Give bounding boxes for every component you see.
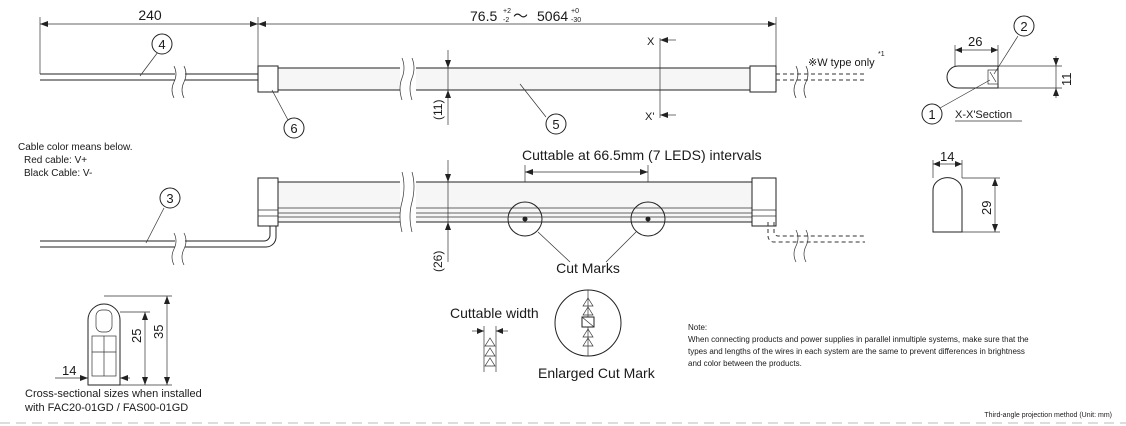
cable-legend-black: Black Cable: V- xyxy=(24,168,92,179)
cut-interval-label: Cuttable at 66.5mm (7 LEDS) intervals xyxy=(522,147,762,163)
w-type-superscript: *1 xyxy=(878,51,885,58)
note-line1: When connecting products and power suppl… xyxy=(688,335,1029,344)
strip-length-min-tol-upper: +2 xyxy=(503,8,511,15)
x-marker-top: X xyxy=(647,36,655,48)
callout-1: 1 xyxy=(928,107,935,122)
end-cap-right-top xyxy=(749,65,777,93)
section-label: X-X'Section xyxy=(955,109,1012,121)
section-height-label: 11 xyxy=(1059,73,1074,87)
top-view: 240 76.5 +2 -2 ～ 5064 +0 -30 ※W type on xyxy=(39,7,885,139)
end-cap-right-side xyxy=(751,177,777,227)
strip-length-min-tol-lower: -2 xyxy=(503,17,509,24)
callout-5: 5 xyxy=(552,117,559,132)
side-profile-shape xyxy=(932,177,963,233)
w-type-note: ※W type only xyxy=(808,57,875,69)
callout-circle-3 xyxy=(159,187,181,209)
strip-body-top xyxy=(277,67,751,91)
callout-circle-2 xyxy=(1013,15,1035,37)
strip-length-min: 76.5 xyxy=(470,8,497,24)
cut-mark-circle-2 xyxy=(630,201,666,237)
callout-3: 3 xyxy=(166,191,173,206)
side-view: Cuttable at 66.5mm (7 LEDS) intervals (2… xyxy=(40,147,865,276)
top-height-label: (11) xyxy=(431,100,445,120)
cable-legend-red: Red cable: V+ xyxy=(24,155,87,166)
installed-section: 25 35 14 Cross-sectional sizes when inst… xyxy=(24,295,202,414)
cut-marks-label: Cut Marks xyxy=(556,260,620,276)
note-line2: types and lengths of the wires in each s… xyxy=(688,347,1025,356)
section-view: 26 11 2 1 X-X'Section xyxy=(921,15,1074,125)
strip-length-max-tol-lower: -30 xyxy=(571,17,581,24)
cuttable-width-detail: Cuttable width xyxy=(450,305,539,372)
cut-mark-circle-1 xyxy=(507,201,543,237)
cuttable-width-label: Cuttable width xyxy=(450,305,539,321)
cable-legend-title: Cable color means below. xyxy=(18,142,133,153)
strip-length-max: 5064 xyxy=(537,8,568,24)
section-width-label: 26 xyxy=(968,34,982,49)
installed-caption-line1: Cross-sectional sizes when installed xyxy=(25,388,202,400)
callout-2: 2 xyxy=(1020,19,1027,34)
note-block: Note: When connecting products and power… xyxy=(688,323,1029,368)
section-profile xyxy=(946,65,999,89)
installed-inner-height-label: 25 xyxy=(129,329,144,343)
callout-circle-1 xyxy=(921,103,943,125)
installed-outer-height-label: 35 xyxy=(151,325,166,339)
enlarged-cut-mark-label: Enlarged Cut Mark xyxy=(538,365,656,381)
note-title: Note: xyxy=(688,323,707,332)
strip-length-max-tol-upper: +0 xyxy=(571,8,579,15)
callout-circle-6 xyxy=(283,117,305,139)
strip-body-side xyxy=(277,181,753,223)
strip-length-separator: ～ xyxy=(513,8,528,25)
installed-profile xyxy=(87,303,121,386)
enlarged-cut-mark: Enlarged Cut Mark xyxy=(538,289,656,381)
note-line3: and color between the products. xyxy=(688,359,802,368)
end-cap-left-top xyxy=(257,65,279,93)
side-profile-width-label: 14 xyxy=(940,149,954,164)
callout-4: 4 xyxy=(158,37,165,52)
side-profile-height-label: 29 xyxy=(979,201,994,215)
callout-circle-5 xyxy=(545,113,567,135)
side-height-label: (26) xyxy=(431,251,445,272)
installed-width-label: 14 xyxy=(62,363,76,378)
projection-note: Third-angle projection method (Unit: mm) xyxy=(984,412,1112,419)
callout-6: 6 xyxy=(290,121,297,136)
installed-caption-line2: with FAC20-01GD / FAS00-01GD xyxy=(24,402,188,414)
side-profile: 14 29 xyxy=(932,149,1000,233)
cable-length-label: 240 xyxy=(138,7,162,23)
end-cap-left-side xyxy=(257,177,279,227)
cable-legend: Cable color means below. Red cable: V+ B… xyxy=(18,142,133,179)
callout-circle-4 xyxy=(151,33,173,55)
x-marker-bottom: X' xyxy=(645,111,654,123)
